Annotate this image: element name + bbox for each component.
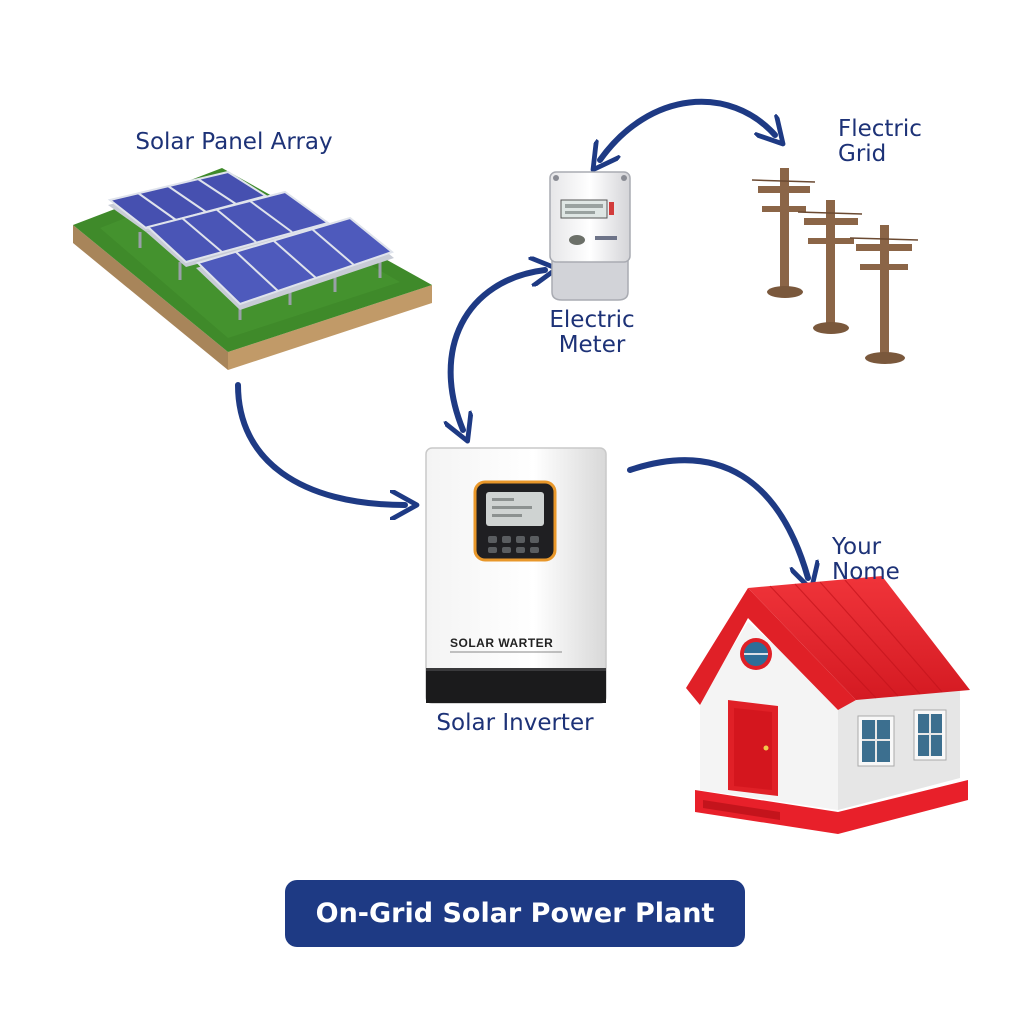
title-banner-text: On-Grid Solar Power Plant (315, 898, 715, 929)
house-side-window-1 (857, 715, 895, 767)
flow-arrows (235, 98, 808, 578)
inverter-bottom-band (426, 668, 606, 703)
electric-grid-illustration (751, 168, 919, 364)
solar-inverter-illustration: SOLAR WARTER (425, 447, 607, 704)
arrow-meter-grid-bidirectional (600, 98, 775, 160)
panel-row-front (196, 216, 395, 310)
home-illustration (686, 576, 970, 834)
label-electric-grid: Flectric Grid (838, 117, 942, 167)
label-electric-meter: Electric Meter (530, 308, 654, 358)
label-electric-meter-line1: Electric (549, 307, 635, 333)
label-electric-meter-line2: Meter (558, 332, 626, 358)
house-base (695, 780, 968, 834)
arrow-inverter-meter-bidirectional (451, 270, 545, 430)
label-solar-panel-array-text: Solar Panel Array (135, 129, 333, 155)
electric-meter-illustration (549, 171, 631, 301)
label-your-home-line1: Your (832, 534, 882, 560)
arrow-inverter-to-home (627, 457, 808, 578)
utility-pole-1 (751, 168, 816, 298)
label-solar-inverter-text: Solar Inverter (436, 710, 594, 736)
label-your-home-line2: Nome (832, 559, 900, 585)
title-banner: On-Grid Solar Power Plant (285, 880, 745, 947)
house-roof-side (748, 576, 970, 700)
meter-dial (569, 235, 585, 245)
utility-pole-3 (849, 225, 919, 364)
panel-row-middle (145, 190, 331, 267)
label-solar-panel-array: Solar Panel Array (118, 130, 350, 155)
label-solar-inverter: Solar Inverter (425, 711, 605, 736)
arrow-panels-to-inverter (235, 382, 405, 505)
label-electric-grid-line2: Grid (838, 141, 887, 167)
house-roof-front (686, 588, 856, 710)
house-side-window-2 (913, 709, 947, 761)
house-steps (703, 800, 780, 820)
inverter-buttons (488, 536, 539, 553)
ground-base-front (228, 285, 432, 370)
inverter-brand-text: SOLAR WARTER (450, 636, 553, 650)
meter-display (560, 199, 608, 219)
solar-panel-array-illustration (73, 168, 432, 370)
ground-base-side (73, 225, 228, 370)
utility-pole-2 (797, 200, 863, 334)
label-electric-grid-line1: Flectric (838, 116, 922, 142)
label-your-home: Your Nome (832, 535, 922, 585)
